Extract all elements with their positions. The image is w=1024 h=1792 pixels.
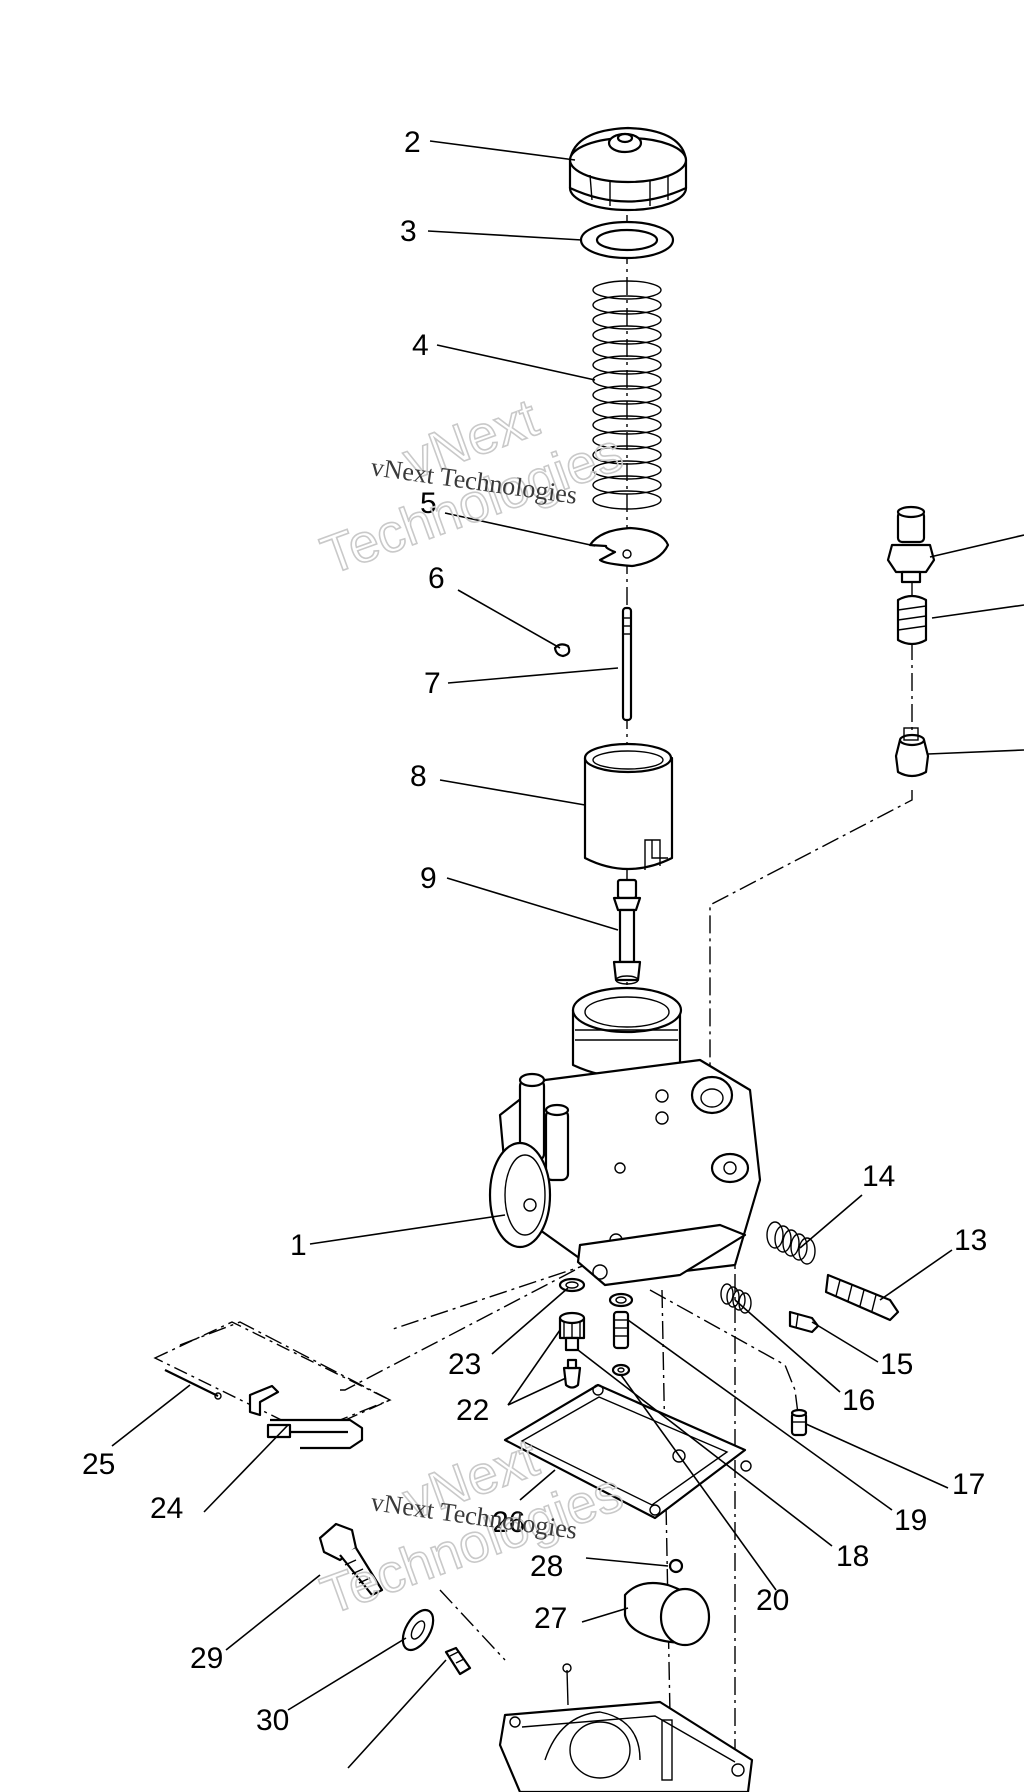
callout-27: 28: [530, 1550, 563, 1583]
part-pilot-jet-washer: [608, 1292, 634, 1308]
part-drain-washer: [401, 1608, 435, 1652]
callout-20: 20: [756, 1584, 789, 1617]
part-float: [623, 1581, 711, 1647]
callout-19: 19: [894, 1504, 927, 1537]
part-throttle-valve: [583, 742, 674, 871]
part-retainer-plate: [588, 526, 670, 568]
callout-9: 9: [420, 862, 437, 895]
part-carburetor-body: [488, 986, 762, 1287]
part-float-needle: [668, 1558, 684, 1574]
callout-2: 2: [404, 126, 421, 159]
callout-13: 13: [954, 1224, 987, 1257]
part-needle-jet: [612, 878, 642, 985]
callout-16: 16: [842, 1384, 875, 1417]
part-plate: [153, 1321, 392, 1436]
callout-25: 26: [492, 1506, 525, 1539]
leader-lines: [111, 140, 1024, 1769]
part-washer: [579, 220, 675, 260]
part-wire-clip: [248, 1384, 364, 1450]
watermark-upper: vNext Technologies vNext Technologies: [313, 387, 631, 587]
part-idle-spring: [766, 1221, 816, 1265]
part-idle-screw: [824, 1273, 900, 1322]
callout-21: 22: [456, 1394, 489, 1427]
callout-23: 24: [150, 1492, 183, 1525]
callout-4: 4: [412, 329, 429, 362]
part-float-bowl: [498, 1663, 754, 1792]
callout-17: 17: [952, 1468, 985, 1501]
callout-28: 29: [190, 1642, 223, 1675]
callout-15: 15: [880, 1348, 913, 1381]
part-jet-needle: [621, 606, 633, 722]
part-drain-plug: [318, 1522, 384, 1597]
callout-24: 25: [82, 1448, 115, 1481]
part-main-jet: [558, 1311, 586, 1389]
callout-22: 23: [448, 1348, 481, 1381]
callout-7: 7: [424, 667, 441, 700]
callout-1: 1: [290, 1229, 307, 1262]
part-spring: [592, 280, 662, 510]
callout-8: 8: [410, 760, 427, 793]
part-main-jet-washer: [558, 1277, 586, 1293]
part-float-bowl-gasket: [503, 1383, 752, 1520]
callout-6: 6: [428, 562, 445, 595]
part-small-screw: [444, 1646, 472, 1676]
callout-3: 3: [400, 215, 417, 248]
callout-14: 14: [862, 1160, 895, 1193]
part-air-screw-assembly: [886, 505, 936, 778]
callout-29: 30: [256, 1704, 289, 1737]
part-oring: [611, 1363, 631, 1377]
part-pilot-spring: [720, 1283, 752, 1314]
callout-5: 5: [420, 487, 437, 520]
part-pilot-screw: [788, 1310, 820, 1334]
callout-18: 18: [836, 1540, 869, 1573]
part-drain-screw: [790, 1408, 808, 1437]
part-cap: [568, 126, 688, 212]
callout-26: 27: [534, 1602, 567, 1635]
part-pilot-jet: [612, 1310, 630, 1350]
callout-labels: 2 3 4 5 6 7 8 9 1 14 13 15 16 23 22 17 1…: [82, 126, 987, 1737]
